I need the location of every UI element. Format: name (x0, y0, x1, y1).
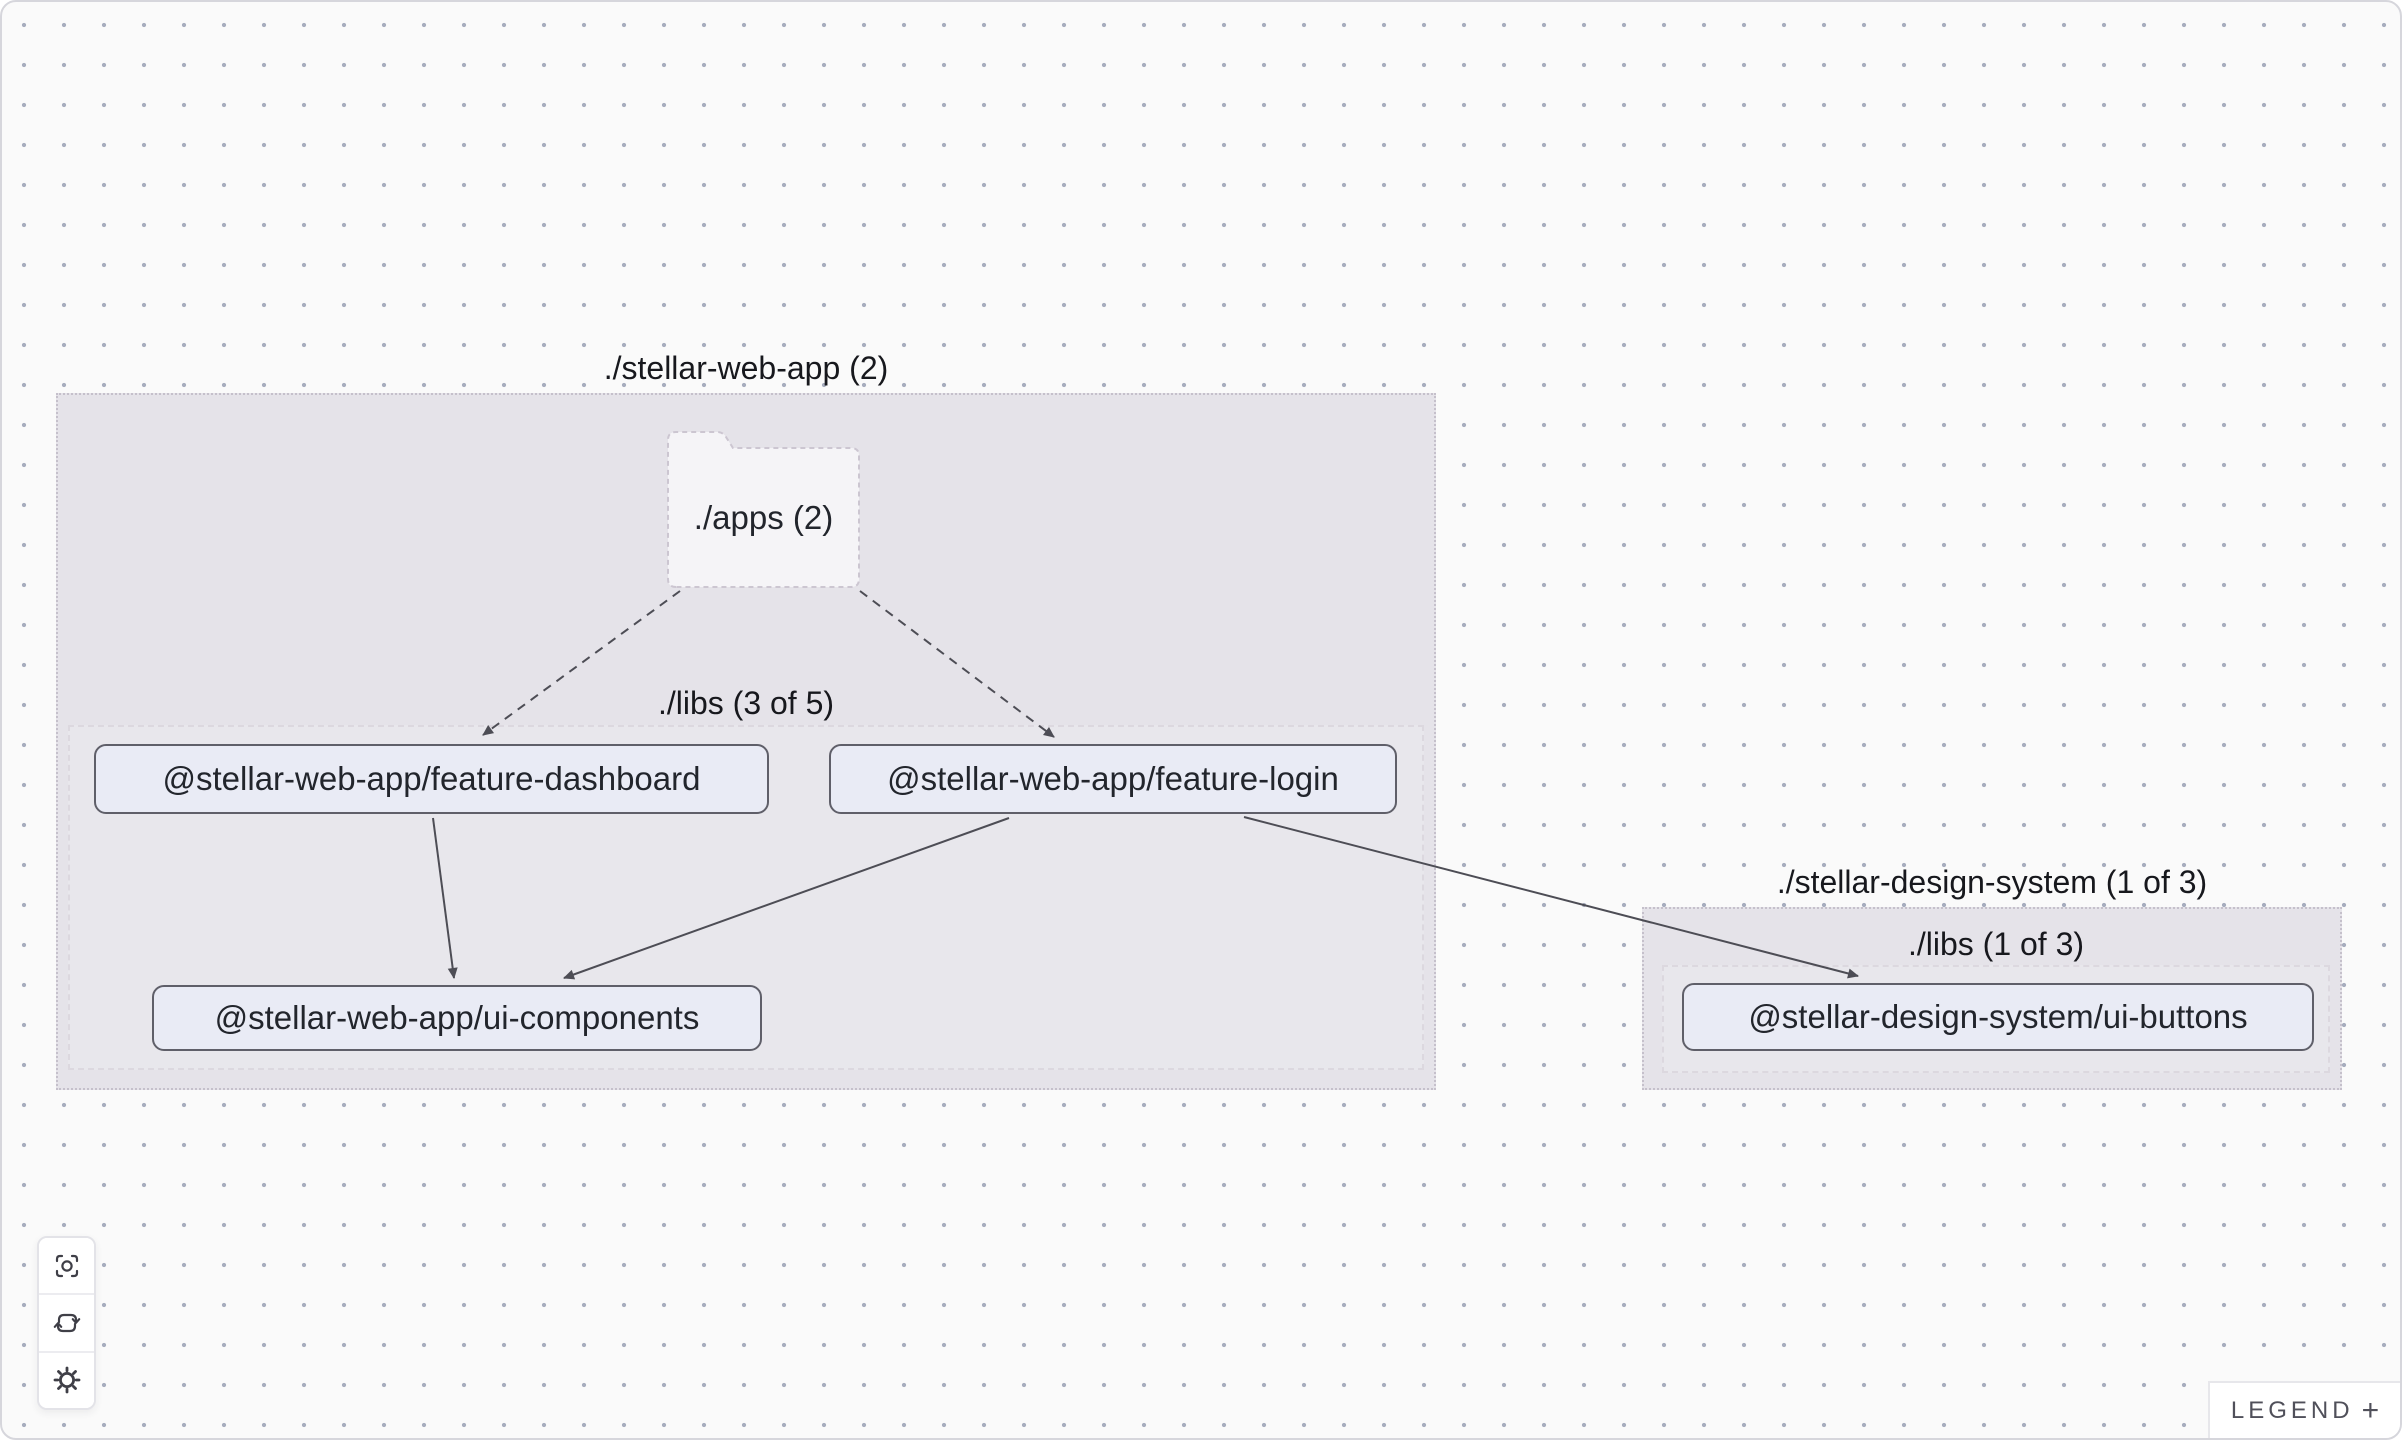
node-feature-dashboard[interactable]: @stellar-web-app/feature-dashboard (94, 744, 769, 814)
focus-button[interactable] (39, 1238, 94, 1294)
refresh-icon (53, 1313, 80, 1333)
legend-expand-icon: + (2361, 1393, 2380, 1427)
edge-apps-to-feature-dashboard (482, 590, 681, 736)
subgroup-label-libs-3of5: ./libs (3 of 5) (657, 685, 835, 721)
folder-node-apps[interactable]: ./apps (2) (665, 429, 862, 590)
node-feature-login[interactable]: @stellar-web-app/feature-login (829, 744, 1397, 814)
settings-button[interactable] (39, 1350, 94, 1408)
edge-feature-login-to-ui-components (563, 817, 1010, 980)
graph-toolbar (37, 1236, 96, 1410)
edge-apps-to-feature-login (859, 590, 1055, 738)
folder-icon (667, 431, 860, 588)
folder-label-apps: ./apps (2) (693, 498, 834, 536)
refresh-button[interactable] (39, 1293, 94, 1351)
subgroup-label-libs-1of3: ./libs (1 of 3) (1907, 926, 2085, 962)
legend-toggle[interactable]: LEGEND + (2208, 1381, 2400, 1438)
group-label-stellar-web-app: ./stellar-web-app (2) (603, 350, 889, 386)
edge-feature-dashboard-to-ui-components (432, 817, 458, 979)
node-ui-buttons[interactable]: @stellar-design-system/ui-buttons (1682, 983, 2314, 1051)
gear-icon (53, 1366, 80, 1394)
group-label-stellar-design-system: ./stellar-design-system (1 of 3) (1776, 864, 2208, 900)
node-ui-components[interactable]: @stellar-web-app/ui-components (152, 985, 762, 1051)
focus-icon (55, 1254, 78, 1277)
legend-label: LEGEND (2230, 1396, 2354, 1424)
edge-feature-login-to-ui-buttons (1243, 816, 1859, 979)
